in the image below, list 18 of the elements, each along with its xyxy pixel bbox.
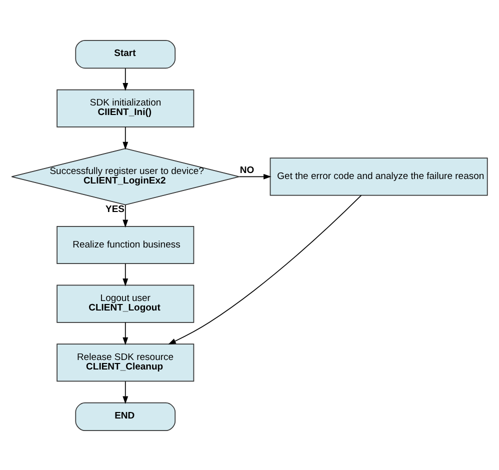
edge-label: YES	[105, 204, 125, 215]
node-box: Realize function business	[56, 225, 194, 264]
arrow	[122, 126, 128, 150]
node-box: Start	[75, 40, 176, 68]
node-diamond: Successfully register user to device? CLIENT_LoginEx2	[11, 148, 240, 205]
edge-label: NO	[240, 164, 254, 176]
node-box: END	[75, 402, 176, 430]
arrow	[168, 194, 362, 344]
node-box: Get the error code and analyze the failure reason	[270, 157, 488, 196]
arrow	[122, 380, 128, 404]
arrow	[122, 262, 128, 286]
node-box: SDK initialization CIIENT_Ini()	[56, 88, 194, 127]
node-box: Logout user CLIENT_Logout	[56, 284, 194, 322]
arrow	[122, 204, 128, 228]
arrow	[122, 67, 128, 90]
arrow	[122, 322, 128, 345]
arrow	[238, 173, 272, 179]
node-box: Release SDK resource CLIENT_Cleanup	[56, 343, 194, 382]
